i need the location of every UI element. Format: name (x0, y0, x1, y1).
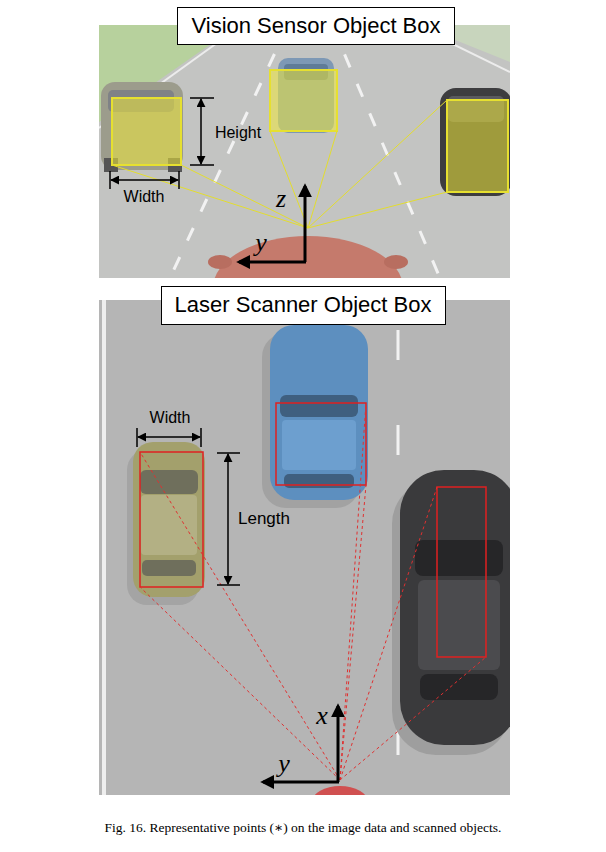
box-title: Laser Scanner Object Box (175, 293, 432, 317)
illustration-part (101, 82, 183, 170)
illustration-part (420, 674, 498, 700)
illustration-part (208, 255, 232, 269)
illustration-part (213, 236, 403, 278)
road-surface (99, 25, 510, 278)
illustration-part (136, 428, 138, 447)
illustration-part (133, 442, 205, 597)
illustration-part (284, 474, 354, 488)
illustration-part (112, 98, 181, 165)
illustration-part (200, 428, 202, 447)
box-title: Vision Sensor Object Box (191, 14, 440, 38)
illustration-part (415, 540, 503, 576)
illustration-part (280, 395, 358, 417)
illustration-part (384, 255, 408, 269)
illustration-part (263, 781, 339, 784)
figure-caption: Fig. 16. Representative points (∗) on th… (105, 819, 502, 836)
title-box: Vision Sensor Object Box (177, 7, 455, 45)
illustration-part (190, 164, 214, 166)
illustration-part (440, 88, 510, 196)
illustration-part (340, 485, 366, 780)
illustration-part (140, 452, 340, 780)
illustration-part (217, 584, 240, 586)
axis-label: y (255, 230, 267, 256)
axis-label: y (278, 751, 290, 777)
illustration-part (190, 97, 214, 99)
illustration-part (138, 436, 200, 438)
dimension-arrow (137, 428, 240, 585)
illustration-part (337, 706, 340, 782)
car-left (127, 442, 205, 605)
illustration-part (112, 165, 308, 228)
title-box: Laser Scanner Object Box (161, 286, 446, 325)
scan-line (140, 403, 486, 780)
car-right (392, 470, 510, 755)
illustration-part (140, 470, 198, 494)
illustration-part (308, 100, 447, 228)
illustration-part (140, 452, 203, 587)
illustration-part (200, 99, 202, 164)
axis-label: z (276, 186, 286, 212)
illustration-part (308, 192, 447, 228)
scanner-object-box (140, 403, 486, 657)
dimension-arrow (110, 98, 214, 189)
illustration-part (109, 171, 111, 189)
axis-arrow (239, 186, 306, 262)
illustration-part (217, 452, 240, 454)
illustration-part (397, 330, 400, 360)
scanner-scene (99, 300, 510, 795)
illustration-part (400, 470, 510, 745)
sight-line (112, 100, 447, 228)
illustration-part (397, 425, 400, 455)
illustration-part (447, 100, 508, 192)
ego-car (312, 786, 368, 795)
illustration-part (111, 179, 178, 181)
illustration-part (142, 560, 196, 576)
illustration-part (239, 261, 306, 264)
vision-object-box (112, 70, 508, 192)
illustration-part (437, 487, 486, 657)
car-right (440, 88, 510, 196)
ego-car (208, 236, 408, 278)
illustration-part (270, 325, 368, 500)
car-left (101, 82, 183, 172)
illustration-part (340, 403, 366, 780)
illustration-part (340, 487, 437, 780)
illustration-part (270, 70, 337, 131)
illustration-part (181, 165, 308, 228)
axis-label: x (316, 703, 328, 729)
dimension-label: Width (124, 189, 165, 205)
camera-scene (99, 25, 510, 278)
dimension-label: Width (150, 410, 191, 426)
illustration-part (304, 186, 307, 262)
road-edge (102, 300, 106, 795)
car-middle (262, 325, 368, 508)
illustration-part (282, 420, 356, 470)
illustration-part (141, 495, 197, 555)
illustration-part (227, 454, 229, 584)
illustration-part (178, 171, 180, 189)
illustration-part (276, 403, 366, 485)
lane-marking (332, 25, 440, 278)
illustration-part (270, 131, 308, 228)
dimension-label: Length (238, 510, 290, 527)
illustration-part (340, 657, 486, 780)
dimension-label: Height (215, 125, 261, 141)
illustration-part (308, 131, 337, 228)
lane-marking (170, 25, 288, 278)
